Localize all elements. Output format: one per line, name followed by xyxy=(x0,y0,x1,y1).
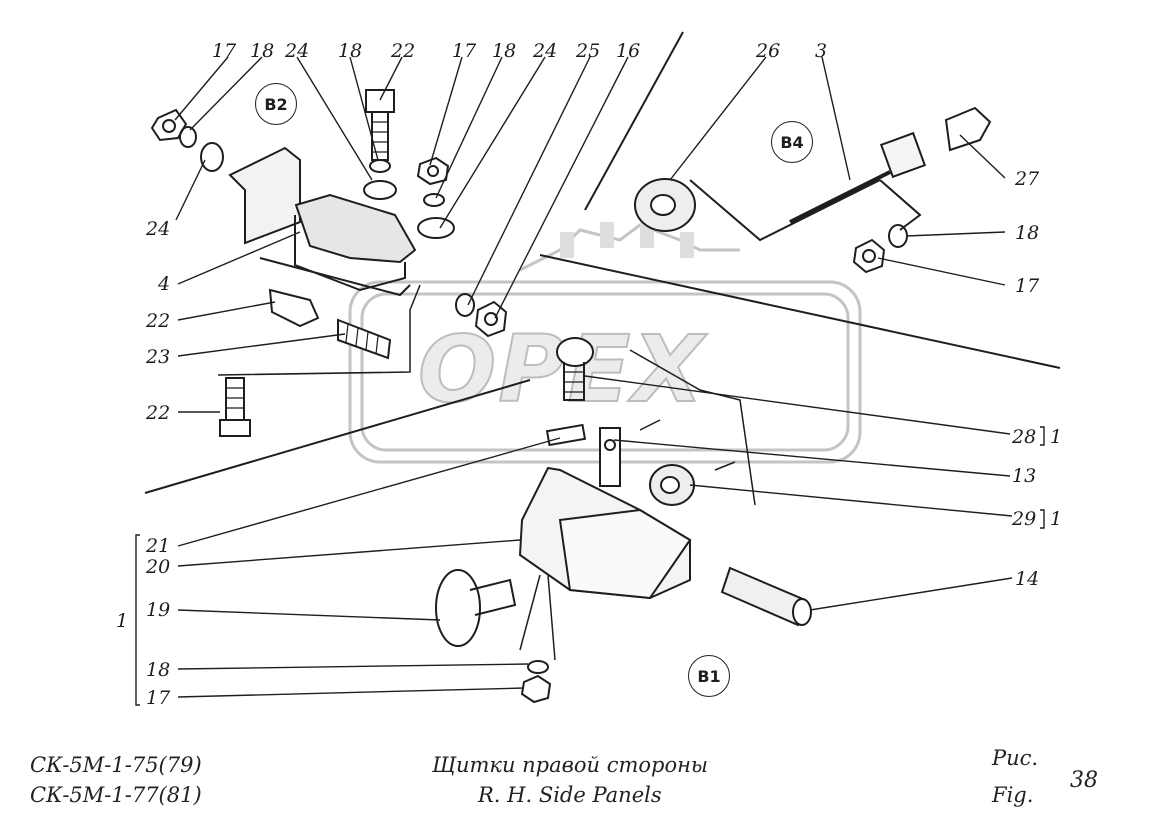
callout-17-top-left: 17 xyxy=(212,40,237,62)
washer-25 xyxy=(455,293,475,317)
pin-14 xyxy=(720,566,812,627)
callout-22-left-lower: 22 xyxy=(146,402,171,424)
callout-18-top-left: 18 xyxy=(250,40,275,62)
bracket-panel xyxy=(228,146,301,245)
callout-16: 16 xyxy=(616,40,641,62)
callout-17-bottom: 17 xyxy=(146,687,171,709)
bracket-marks xyxy=(1040,426,1045,529)
callout-24-top-mid: 24 xyxy=(533,40,558,62)
bushing-26 xyxy=(634,178,696,232)
washer-18-top-left xyxy=(179,126,197,148)
guide-line-diagonal-3 xyxy=(539,254,1061,369)
watermark-text: OPEX xyxy=(417,315,706,424)
callout-24-left: 24 xyxy=(146,218,171,240)
figure-label-en: Fig. xyxy=(992,783,1034,807)
bracket-angle xyxy=(294,215,406,292)
nut-16 xyxy=(474,300,508,338)
callout-4: 4 xyxy=(158,273,171,295)
figure-title-en: R. H. Side Panels xyxy=(478,783,662,807)
callout-21: 21 xyxy=(146,535,171,557)
callout-17-right: 17 xyxy=(1015,275,1040,297)
figure-number: 38 xyxy=(1070,768,1098,793)
rod-3 xyxy=(689,179,881,242)
washer-18-mid xyxy=(423,193,445,207)
callout-20: 20 xyxy=(146,556,171,578)
callout-22-top: 22 xyxy=(391,40,416,62)
washer-18-right xyxy=(888,224,908,248)
bolt-22-left-upper xyxy=(268,288,320,328)
callout-29: 29 xyxy=(1012,508,1037,530)
washer-18-bottom xyxy=(527,660,549,674)
plate-3 xyxy=(879,131,927,179)
bolt-22-left-lower xyxy=(219,377,251,437)
callout-19: 19 xyxy=(146,599,171,621)
washer-24-top xyxy=(363,180,397,200)
zone-b2-marker: B2 xyxy=(255,83,297,125)
zone-b1-marker: B1 xyxy=(688,655,730,697)
bracket-plate xyxy=(294,193,417,264)
callout-24-top-left: 24 xyxy=(285,40,310,62)
leader-bottom-stack xyxy=(519,574,556,661)
callout-14: 14 xyxy=(1015,568,1040,590)
callout-18-top-mid: 18 xyxy=(492,40,517,62)
callout-18-right: 18 xyxy=(1015,222,1040,244)
guide-line-diagonal-2 xyxy=(584,31,684,211)
figure-title-ru: Щитки правой стороны xyxy=(432,753,709,777)
housing-20-face xyxy=(558,508,692,600)
clip-13 xyxy=(599,427,621,487)
callout-29-group-1: 1 xyxy=(1050,508,1063,530)
zone-b4-marker: B4 xyxy=(771,121,813,163)
model-code-line-2: СК-5М-1-77(81) xyxy=(30,783,202,807)
nut-17-mid xyxy=(416,156,450,186)
callout-23: 23 xyxy=(146,346,171,368)
washer-24-mid xyxy=(417,217,455,239)
callout-18-bottom: 18 xyxy=(146,659,171,681)
callout-27: 27 xyxy=(1015,168,1040,190)
callout-25: 25 xyxy=(576,40,601,62)
guide-line-diagonal-1 xyxy=(144,379,531,494)
washer-24-top-left xyxy=(200,142,224,172)
callout-28: 28 xyxy=(1012,426,1037,448)
rod-3-end xyxy=(879,179,922,231)
bolt-19 xyxy=(435,569,517,647)
callout-leaders xyxy=(135,56,1013,706)
callout-17-top-mid: 17 xyxy=(452,40,477,62)
rod-3-thread xyxy=(789,170,891,224)
model-code-line-1: СК-5М-1-75(79) xyxy=(30,753,202,777)
bushing-29 xyxy=(649,464,695,506)
callout-28-group-1: 1 xyxy=(1050,426,1063,448)
bracket-rail xyxy=(259,257,411,297)
callout-1-group: 1 xyxy=(116,610,129,632)
figure-label-ru: Рис. xyxy=(992,746,1039,770)
bolt-23-left xyxy=(337,318,392,360)
callout-13: 13 xyxy=(1012,465,1037,487)
bolt-27 xyxy=(944,106,992,152)
callout-18-top: 18 xyxy=(338,40,363,62)
washer-18-top xyxy=(369,159,391,173)
bolt-22-top xyxy=(365,89,395,161)
callout-3: 3 xyxy=(815,40,828,62)
nut-17-bottom xyxy=(520,674,552,704)
bolt-28 xyxy=(556,337,594,401)
nut-17-right xyxy=(852,238,886,274)
callout-26: 26 xyxy=(756,40,781,62)
callout-22-left-upper: 22 xyxy=(146,310,171,332)
pin-21 xyxy=(545,423,587,447)
leader-frame-left xyxy=(217,284,421,376)
